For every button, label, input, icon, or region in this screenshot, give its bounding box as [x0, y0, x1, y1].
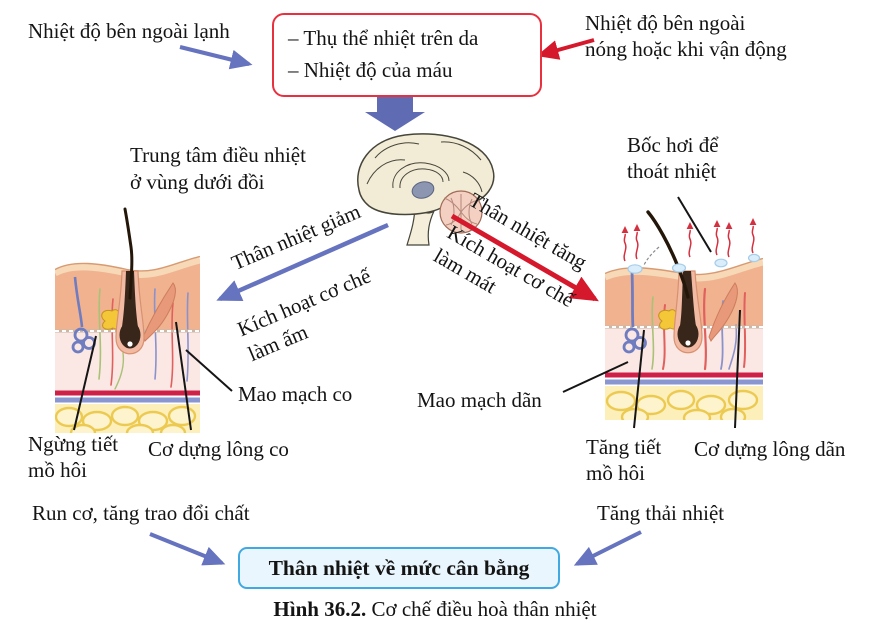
shiver-metabolism-label: Run cơ, tăng trao đổi chất [32, 501, 250, 525]
stop-sweating-label: Ngừng tiết mồ hôi [28, 431, 118, 484]
capillary-constrict-label: Mao mạch co [238, 382, 353, 406]
hypothalamus-center-label: Trung tâm điều nhiệt ở vùng dưới đồi [130, 142, 306, 197]
evaporation-label-line1: Bốc hơi để [627, 133, 719, 157]
erector-contract-label: Cơ dựng lông co [148, 437, 289, 461]
cold-environment-label: Nhiệt độ bên ngoài lạnh [28, 19, 230, 43]
deep-vessel-band [605, 372, 763, 385]
hot-environment-label: Nhiệt độ bên ngoài nóng hoặc khi vận độn… [585, 10, 787, 63]
heatloss-outcome-arrow [573, 530, 642, 566]
increase-sweating-label-line1: Tăng tiết [586, 435, 662, 459]
capillary-dilate-label: Mao mạch dãn [417, 388, 542, 412]
cerebrum-gyri [366, 141, 483, 193]
evaporation-label: Bốc hơi để thoát nhiệt [627, 132, 719, 185]
erector-relax-label: Cơ dựng lông dãn [694, 437, 846, 461]
hair-follicle [115, 270, 145, 355]
erector-muscle [142, 282, 176, 342]
figure-caption: Hình 36.2. Cơ chế điều hoà thân nhiệt [0, 597, 870, 622]
stop-sweating-label-line1: Ngừng tiết [28, 432, 119, 456]
heat-release-label: Tăng thải nhiệt [597, 501, 725, 525]
stop-sweating-label-line2: mồ hôi [28, 458, 87, 483]
hair-follicle [673, 270, 703, 354]
shiver-outcome-arrow [149, 532, 226, 566]
hot-environment-label-line1: Nhiệt độ bên ngoài [585, 11, 746, 35]
skin-cross-section-left [55, 207, 200, 433]
steam-arrows [621, 218, 757, 262]
receptor-box: – Thụ thể nhiệt trên da – Nhiệt độ của m… [272, 13, 542, 97]
skin-cross-section-right [605, 210, 763, 420]
figure-caption-text: Cơ chế điều hoà thân nhiệt [366, 597, 597, 621]
balance-box-label: Thân nhiệt về mức cân bằng [268, 555, 530, 580]
hypothalamus [411, 181, 435, 199]
sweat-droplets [627, 253, 761, 274]
droplet-pointer-curve [643, 246, 660, 266]
receptor-box-line1: – Thụ thể nhiệt trên da [288, 26, 479, 50]
fat-layer [55, 404, 200, 433]
hypothalamus-center-label-line2: ở vùng dưới đồi [130, 170, 265, 195]
receptor-box-line2: – Nhiệt độ của máu [288, 57, 453, 82]
hair-shaft [646, 210, 690, 299]
evaporation-label-line2: thoát nhiệt [627, 159, 717, 184]
cold-input-arrow [179, 45, 253, 70]
brain-input-block-arrow [365, 97, 425, 131]
increase-sweating-label-line2: mồ hôi [586, 461, 645, 486]
deep-vessel-band [55, 390, 200, 403]
increase-sweating-label: Tăng tiết mồ hôi [586, 434, 661, 487]
hot-environment-label-line2: nóng hoặc khi vận động [585, 37, 787, 62]
hair-shaft [123, 207, 134, 300]
fat-layer [605, 386, 763, 420]
erector-muscle [708, 282, 738, 342]
figure-caption-number: Hình 36.2. [273, 597, 367, 621]
balance-box: Thân nhiệt về mức cân bằng [238, 547, 560, 589]
hypothalamus-center-label-line1: Trung tâm điều nhiệt [130, 143, 306, 167]
